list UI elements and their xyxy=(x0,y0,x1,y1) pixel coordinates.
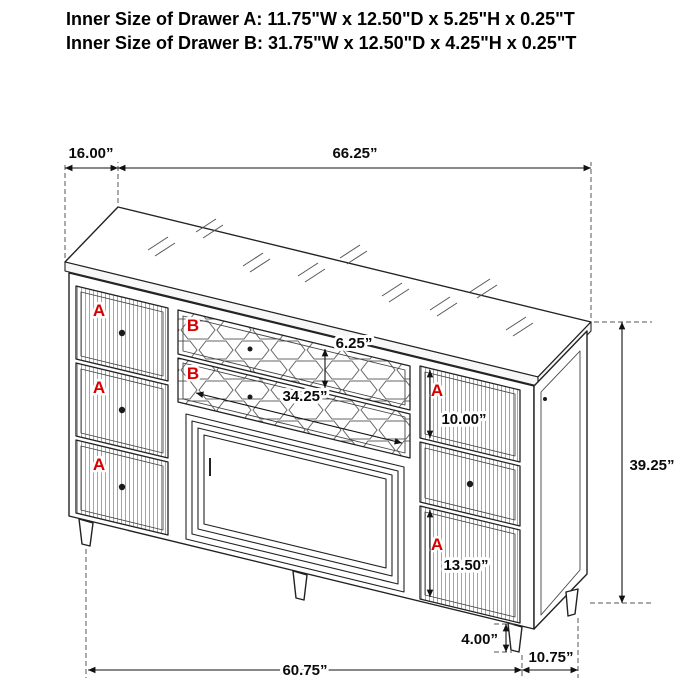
dim-center-width-value: 34.25” xyxy=(282,388,327,405)
drawer-knob xyxy=(118,329,126,337)
drawer-a-label-5: A xyxy=(431,535,443,554)
compartment-glass xyxy=(203,434,387,569)
drawer-b-label-1: B xyxy=(187,316,199,335)
dim-bottom-drawer-height: 13.50” xyxy=(426,509,492,597)
drawer-face xyxy=(177,309,411,411)
dim-top-depth: 16.00” xyxy=(64,142,119,258)
leg-front-left xyxy=(78,518,94,547)
drawer-face-inset xyxy=(424,447,516,521)
woodgrain-hatching xyxy=(147,218,534,337)
drawer-a-left-1 xyxy=(75,285,169,382)
drawer-b-1 xyxy=(177,309,411,411)
drawer-a-left-3 xyxy=(75,439,169,536)
leg-back-right xyxy=(565,588,579,617)
drawer-a-label-2: A xyxy=(93,378,105,397)
dim-drawer-b-height: 6.25” xyxy=(321,332,375,388)
drawer-knob xyxy=(118,406,126,414)
drawer-right-middle xyxy=(419,441,521,527)
dim-center-width: 34.25” xyxy=(195,385,403,445)
dim-right-drawer-height: 10.00” xyxy=(426,370,490,438)
dim-leg-height-value: 4.00” xyxy=(461,631,498,648)
dim-leg-height: 4.00” xyxy=(458,623,514,653)
dim-drawer-b-height-value: 6.25” xyxy=(336,335,373,352)
drawer-face-inset xyxy=(424,371,516,457)
side-panel-inset xyxy=(540,350,581,616)
leg-front-right xyxy=(507,622,523,653)
drawer-face xyxy=(419,365,521,463)
leg-front-middle xyxy=(292,570,308,601)
dim-top-width-value: 66.25” xyxy=(332,145,377,162)
dim-base-depth-value: 10.75” xyxy=(528,649,573,666)
dimension-annotations: 16.00” 66.25” 39.25” 6.25” 34.25” xyxy=(64,142,678,682)
dresser-drawing xyxy=(64,206,592,653)
drawer-b-inner-size-text: Inner Size of Drawer B: 31.75"W x 12.50"… xyxy=(66,33,576,53)
dim-overall-height-value: 39.25” xyxy=(629,457,674,474)
drawer-a-right-bottom xyxy=(419,505,521,624)
drawer-knob xyxy=(118,483,126,491)
dim-overall-height: 39.25” xyxy=(590,321,678,604)
drawer-face-inset xyxy=(80,368,164,454)
drawer-a-label-3: A xyxy=(93,455,105,474)
diagram-header: Inner Size of Drawer A: 11.75"W x 12.50"… xyxy=(66,9,576,53)
drawer-a-left-2 xyxy=(75,362,169,459)
drawer-knob xyxy=(247,394,253,400)
drawer-a-inner-size-text: Inner Size of Drawer A: 11.75"W x 12.50"… xyxy=(66,9,575,29)
drawer-b-label-2: B xyxy=(187,364,199,383)
legs xyxy=(78,518,579,653)
drawer-a-label-1: A xyxy=(93,301,105,320)
dim-right-drawer-height-value: 10.00” xyxy=(441,411,486,428)
side-panel-dot xyxy=(543,397,547,401)
drawer-face-inset xyxy=(80,445,164,531)
drawer-knob xyxy=(247,346,253,352)
drawer-face xyxy=(419,505,521,624)
dim-base-depth: 10.75” xyxy=(522,618,579,678)
dim-top-width: 66.25” xyxy=(118,142,592,318)
dim-base-width-value: 60.75” xyxy=(282,662,327,679)
drawer-a-label-4: A xyxy=(431,381,443,400)
dim-base-width: 60.75” xyxy=(85,549,523,682)
side-panel-right xyxy=(533,330,588,630)
dim-top-depth-value: 16.00” xyxy=(68,145,113,162)
dim-bottom-drawer-height-value: 13.50” xyxy=(443,557,488,574)
drawer-face-inset xyxy=(424,511,516,618)
drawer-a-right-top xyxy=(419,365,521,463)
media-compartment xyxy=(185,413,405,593)
drawer-face-inset xyxy=(80,291,164,377)
drawer-knob xyxy=(466,480,474,488)
drawer-face-inset xyxy=(182,315,406,406)
